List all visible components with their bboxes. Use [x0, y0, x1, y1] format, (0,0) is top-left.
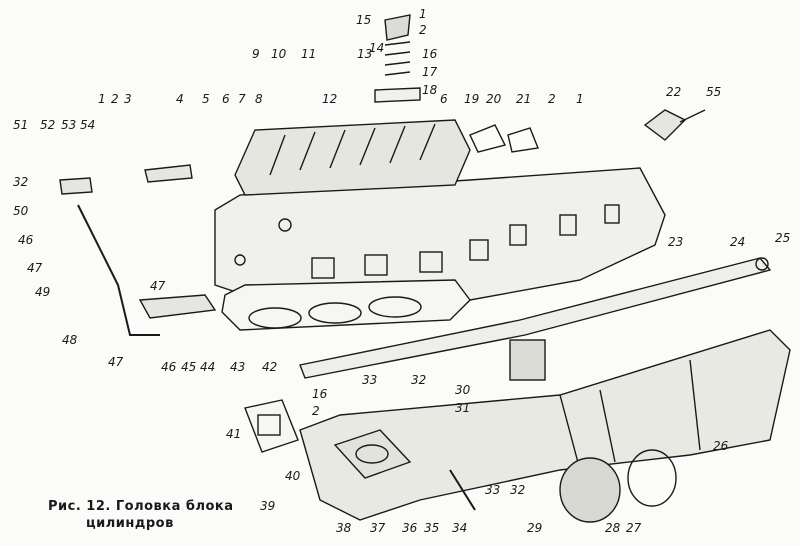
oil-filler-neck [374, 87, 421, 103]
callout: 34 [452, 521, 468, 535]
callout: 32 [411, 373, 427, 387]
callout: 27 [626, 521, 642, 535]
sleeve-28 [559, 457, 621, 523]
callout: 47 [27, 261, 43, 275]
callout: 42 [262, 360, 278, 374]
callout: 47 [150, 279, 166, 293]
control-rod [77, 204, 160, 336]
callout: 10 [271, 47, 287, 61]
callout: 19 [464, 92, 480, 106]
callout: 30 [455, 383, 471, 397]
callout: 32 [13, 175, 29, 189]
callout: 44 [200, 360, 216, 374]
callout: 43 [230, 360, 246, 374]
callout: 55 [706, 85, 722, 99]
callout: 3 [124, 92, 132, 106]
callout: 38 [336, 521, 352, 535]
exhaust-manifold [299, 329, 791, 521]
callout: 50 [13, 204, 29, 218]
water-pipe [299, 257, 772, 379]
clamp-27 [627, 449, 677, 507]
callout: 1 [98, 92, 106, 106]
callout: 41 [226, 427, 242, 441]
callout: 26 [713, 439, 729, 453]
callout: 47 [108, 355, 124, 369]
callout: 36 [402, 521, 418, 535]
callout: 18 [422, 83, 438, 97]
callout: 51 [13, 118, 29, 132]
callout: 33 [362, 373, 378, 387]
callout: 1 [419, 7, 427, 21]
callout: 4 [176, 92, 184, 106]
callout: 23 [668, 235, 684, 249]
callout: 45 [181, 360, 197, 374]
callout: 46 [18, 233, 34, 247]
valve-cover [234, 119, 471, 196]
callout: 5 [202, 92, 210, 106]
head-ports [234, 204, 620, 279]
callout: 32 [510, 483, 526, 497]
callout: 24 [730, 235, 746, 249]
callout: 52 [40, 118, 56, 132]
callout: 46 [161, 360, 177, 374]
callout: 53 [61, 118, 77, 132]
callout: 16 [422, 47, 438, 61]
callout: 48 [62, 333, 78, 347]
callout: 39 [260, 499, 276, 513]
callout: 25 [775, 231, 791, 245]
callout: 2 [548, 92, 556, 106]
callout: 37 [370, 521, 386, 535]
head-gasket [221, 279, 471, 331]
caption-line-2: цилиндров [86, 516, 174, 531]
callout: 11 [301, 47, 317, 61]
callout: 54 [80, 118, 96, 132]
callout: 13 [357, 47, 373, 61]
figure-caption: Рис. 12. Головка блока цилиндров [48, 498, 234, 532]
callout: 8 [255, 92, 263, 106]
callout: 40 [285, 469, 301, 483]
callout: 28 [605, 521, 621, 535]
caption-line-1: Рис. 12. Головка блока [48, 499, 234, 514]
callout: 17 [422, 65, 438, 79]
callout: 31 [455, 401, 471, 415]
sleeve-29 [509, 339, 546, 381]
flange-40 [333, 429, 412, 479]
callout: 35 [424, 521, 440, 535]
callout: 15 [356, 13, 372, 27]
bracket-22 [643, 109, 687, 141]
callout: 29 [527, 521, 543, 535]
manifold-gasket-41 [244, 399, 299, 453]
callout: 33 [485, 483, 501, 497]
callout: 12 [322, 92, 338, 106]
callout: 1 [576, 92, 584, 106]
callout: 6 [440, 92, 448, 106]
callout: 49 [35, 285, 51, 299]
callout: 2 [111, 92, 119, 106]
callout: 21 [516, 92, 532, 106]
callout: 7 [238, 92, 246, 106]
callout: 22 [666, 85, 682, 99]
callout: 9 [252, 47, 260, 61]
callout: 6 [222, 92, 230, 106]
callout: 20 [486, 92, 502, 106]
callout: 16 [312, 387, 328, 401]
callout: 2 [312, 404, 320, 418]
callout: 14 [369, 41, 385, 55]
callout: 2 [419, 23, 427, 37]
